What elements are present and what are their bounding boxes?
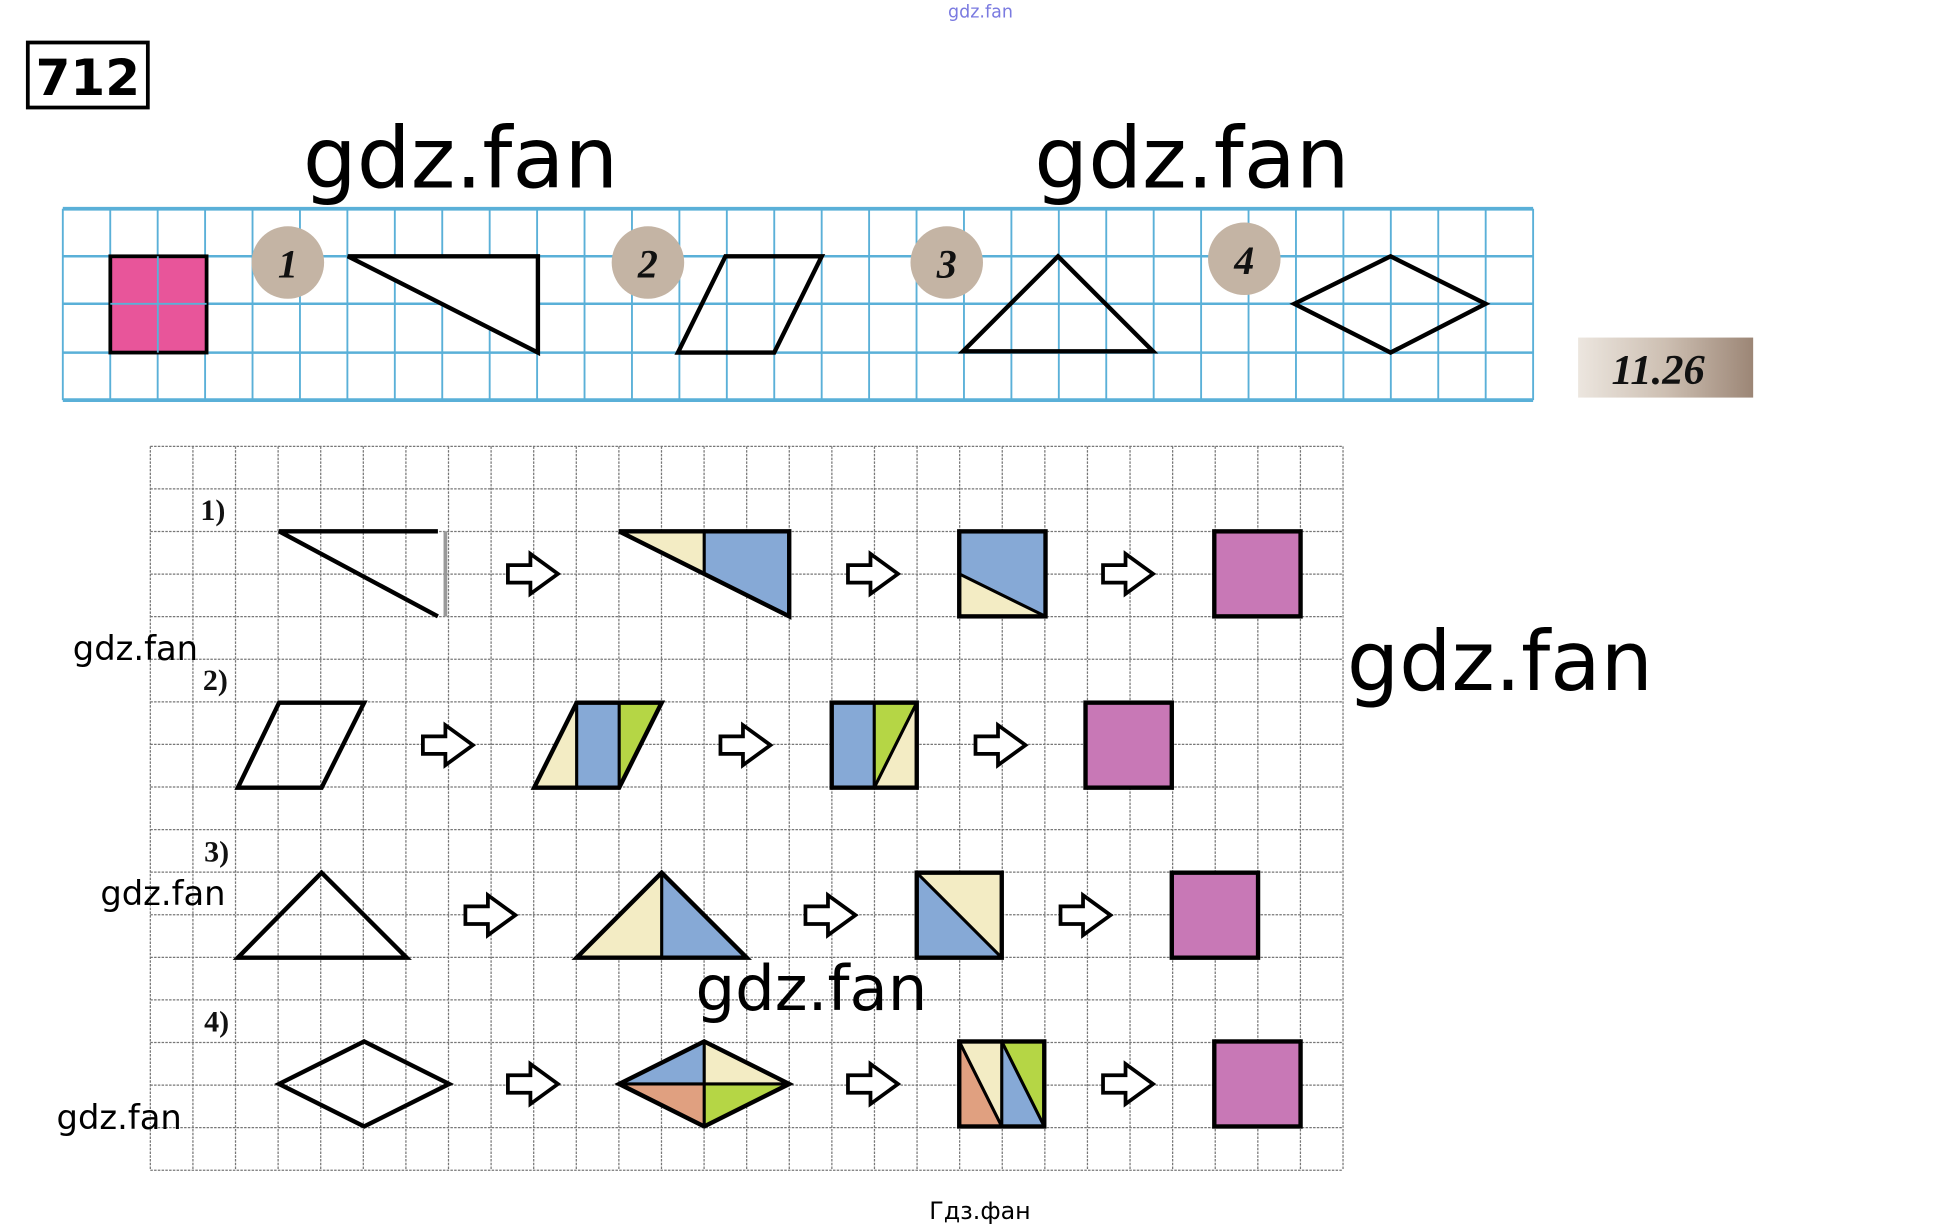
svg-text:4: 4 [1233, 238, 1254, 283]
shape-rhombus [1289, 253, 1491, 356]
arrow-right-icon [1058, 891, 1114, 939]
arrow-right-icon [506, 1060, 562, 1108]
arrow-right-icon [803, 891, 859, 939]
watermark: gdz.fan [1347, 614, 1653, 710]
result-square [1212, 1039, 1303, 1129]
row-label-3: 3) [204, 835, 229, 868]
circle-badge-3: 3 [910, 226, 984, 299]
watermark: gdz.fan [303, 110, 618, 209]
result-square [1169, 870, 1261, 960]
shape-parallelogram [674, 254, 826, 355]
watermark: gdz.fan [73, 629, 198, 668]
problem-number-box: 712 [25, 40, 150, 110]
row-label-4: 4) [204, 1005, 229, 1038]
arrow-right-icon [506, 550, 562, 598]
shape-isosceles-triangle [957, 253, 1159, 354]
circle-badge-1: 1 [251, 226, 325, 299]
top-watermark: gdz.fan [948, 3, 1013, 23]
svg-text:3: 3 [936, 242, 957, 287]
figure-label: 11.26 [1578, 337, 1754, 398]
svg-text:1: 1 [278, 242, 298, 287]
arrow-right-icon [1101, 1060, 1157, 1108]
arrow-right-icon [463, 891, 519, 939]
row-label-1: 1) [200, 494, 225, 527]
result-square [1083, 700, 1174, 790]
arrow-right-icon [846, 1060, 902, 1108]
arrow-right-icon [421, 721, 477, 769]
watermark: gdz.fan [57, 1098, 182, 1137]
solution-grid: 1) 2) 3) 4) [149, 445, 1344, 1171]
watermark: gdz.fan [695, 952, 927, 1025]
result-square [1212, 529, 1303, 619]
arrow-right-icon [846, 550, 902, 598]
arrow-right-icon [1101, 550, 1157, 598]
row-1 [278, 529, 1303, 620]
svg-text:11.26: 11.26 [1611, 347, 1705, 394]
circle-badge-2: 2 [611, 226, 685, 299]
watermark: gdz.fan [100, 874, 225, 913]
task-strip: 1 2 3 4 [61, 206, 1535, 402]
row-label-2: 2) [203, 664, 228, 697]
row-4 [274, 1039, 1303, 1129]
bottom-watermark: Гдз.фан [929, 1197, 1030, 1224]
watermark: gdz.fan [1034, 110, 1349, 209]
circle-badge-4: 4 [1208, 222, 1281, 296]
svg-text:2: 2 [637, 242, 658, 287]
row-3 [232, 869, 1261, 960]
arrow-right-icon [718, 721, 774, 769]
arrow-right-icon [973, 721, 1029, 769]
problem-number: 712 [36, 49, 140, 107]
shape-right-triangle [346, 254, 541, 357]
row-2 [234, 700, 1174, 790]
